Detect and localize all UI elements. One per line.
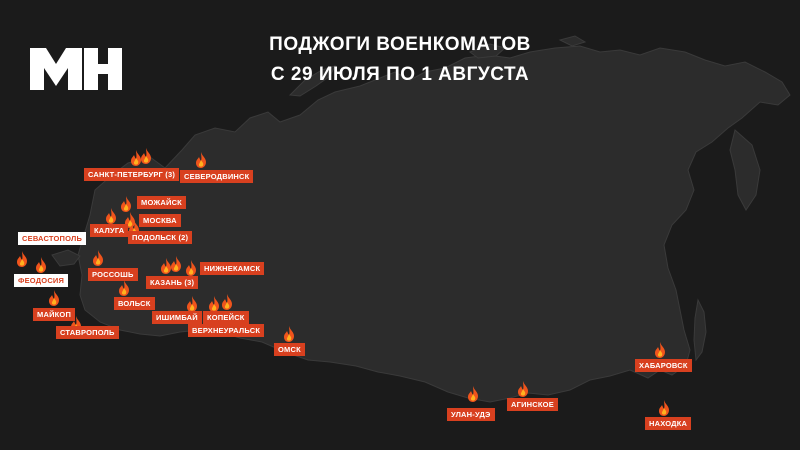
label-ulan-ude: УЛАН-УДЭ xyxy=(447,408,495,421)
fire-icon xyxy=(468,386,478,402)
label-kaluga: КАЛУГА xyxy=(90,224,129,237)
fire-icon xyxy=(36,257,46,273)
fire-icon xyxy=(106,208,116,224)
label-maykop: МАЙКОП xyxy=(33,308,76,321)
russia-landmass xyxy=(77,45,791,403)
mn-logo xyxy=(30,48,122,90)
fire-icon xyxy=(171,256,181,272)
fire-icon xyxy=(131,150,141,166)
label-feodosia: ФЕОДОСИЯ xyxy=(14,274,69,287)
title-line-1: ПОДЖОГИ ВОЕНКОМАТОВ xyxy=(269,34,531,55)
fire-icon xyxy=(121,196,131,212)
fire-icon xyxy=(17,251,27,267)
novaya-zemlya xyxy=(288,65,336,97)
label-rossosh: РОССОШЬ xyxy=(88,268,138,281)
label-mozhaysk: МОЖАЙСК xyxy=(137,196,186,209)
label-nizhnekamsk: НИЖНЕКАМСК xyxy=(200,262,265,275)
label-podolsk: ПОДОЛЬСК (2) xyxy=(128,231,193,244)
arctic-islands xyxy=(468,35,587,59)
fire-icon xyxy=(196,152,206,168)
label-sevastopol: СЕВАСТОПОЛЬ xyxy=(18,232,87,245)
fire-icon xyxy=(187,296,197,312)
fire-icon xyxy=(518,381,528,397)
label-nakhodka: НАХОДКА xyxy=(645,417,692,430)
label-kopeysk: КОПЕЙСК xyxy=(203,311,249,324)
fire-icon xyxy=(222,294,232,310)
fire-icon xyxy=(284,326,294,342)
fire-icon xyxy=(49,290,59,306)
sakhalin xyxy=(693,298,707,362)
fire-icon xyxy=(119,280,129,296)
title-line-2: С 29 ИЮЛЯ ПО 1 АВГУСТА xyxy=(270,64,530,85)
fire-icon xyxy=(209,296,219,312)
kamchatka xyxy=(729,129,761,211)
label-kazan: КАЗАНЬ (3) xyxy=(146,276,199,289)
label-stavropol: СТАВРОПОЛЬ xyxy=(56,326,119,339)
label-aginskoe: АГИНСКОЕ xyxy=(507,398,558,411)
label-verkhneuralsk: ВЕРХНЕУРАЛЬСК xyxy=(188,324,265,337)
fire-icon xyxy=(161,258,171,274)
label-sankt-peterburg: САНКТ-ПЕТЕРБУРГ (3) xyxy=(84,168,180,181)
fire-icon xyxy=(93,250,103,266)
label-volsk: ВОЛЬСК xyxy=(114,297,155,310)
label-severodvinsk: СЕВЕРОДВИНСК xyxy=(180,170,254,183)
fire-icon xyxy=(186,260,196,276)
fire-icon xyxy=(141,148,151,164)
fire-icon xyxy=(655,342,665,358)
crimea xyxy=(51,249,81,267)
fire-icon xyxy=(659,400,669,416)
label-omsk: ОМСК xyxy=(274,343,305,356)
label-ishimbay: ИШИМБАЙ xyxy=(152,311,202,324)
label-khabarovsk: ХАБАРОВСК xyxy=(635,359,692,372)
label-moskva: МОСКВА xyxy=(139,214,181,227)
